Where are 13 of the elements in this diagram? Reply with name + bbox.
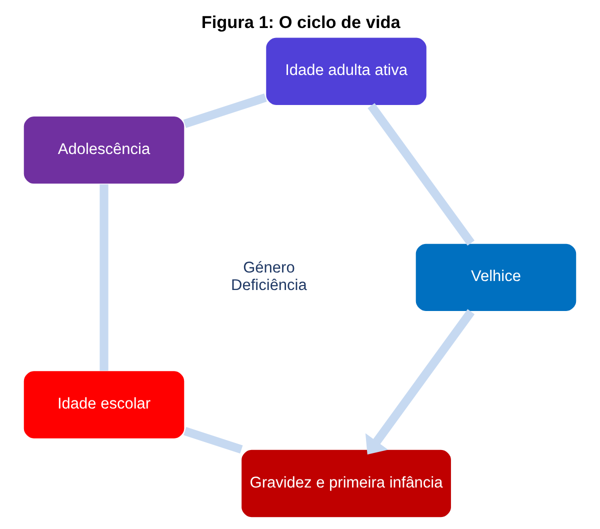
node-box: Adolescência xyxy=(23,116,186,185)
label: Género xyxy=(243,260,295,277)
label: Deficiência xyxy=(231,276,307,294)
node-box: Idade escolar xyxy=(23,370,186,440)
connector xyxy=(183,93,267,128)
diagram-title: Figura 1: O ciclo de vida xyxy=(201,12,400,32)
connector xyxy=(100,184,108,371)
node-box: Idade adulta ativa xyxy=(265,36,428,106)
connector xyxy=(184,426,243,454)
connector xyxy=(368,103,475,246)
node-box: Velhice xyxy=(415,242,577,312)
arrow xyxy=(365,309,475,454)
node-box: Gravidez e primeira infância xyxy=(240,449,452,518)
